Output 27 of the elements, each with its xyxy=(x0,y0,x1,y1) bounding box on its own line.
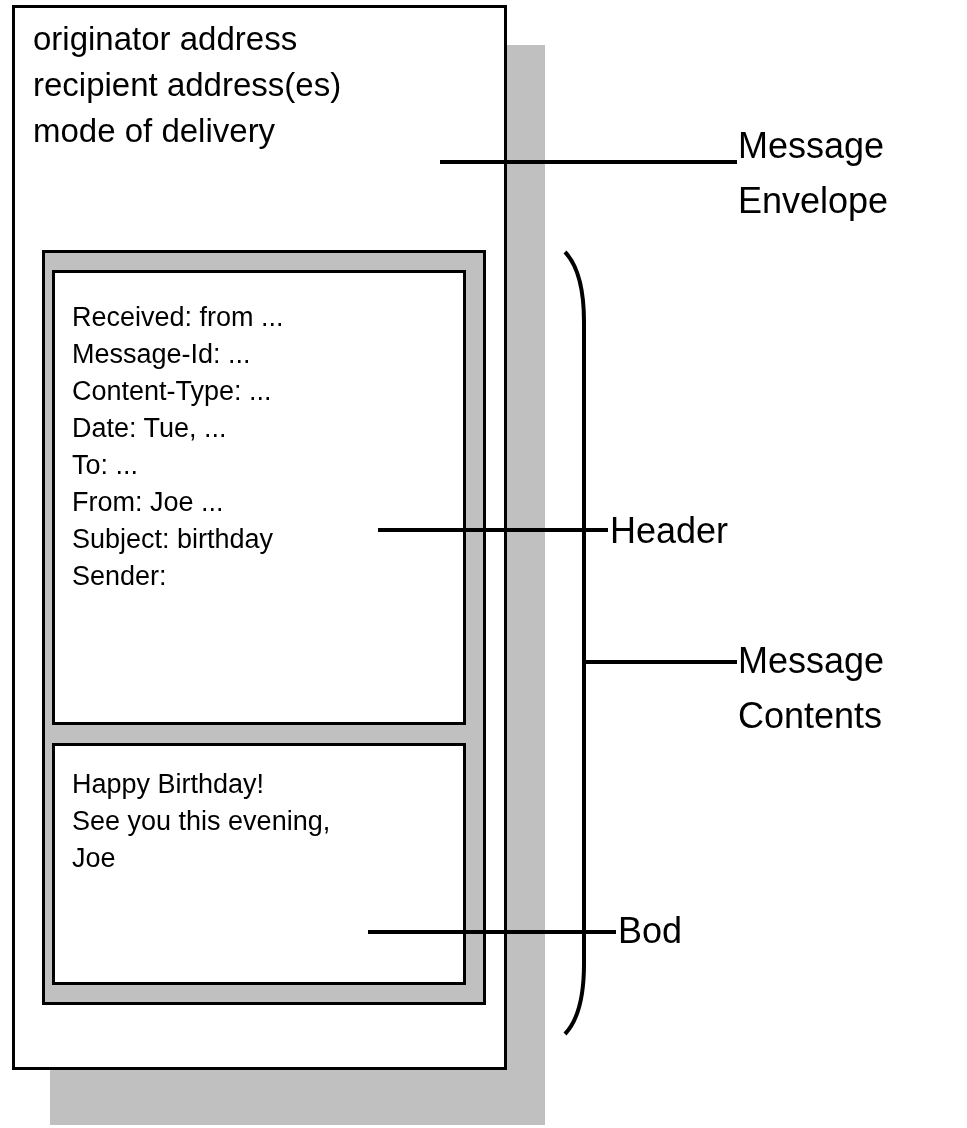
header-field-text: Date: Tue, ... xyxy=(72,412,228,445)
contents-panel xyxy=(42,250,486,1005)
body-box xyxy=(52,743,466,985)
envelope-field-text: recipient address(es) xyxy=(33,65,343,105)
leader-line xyxy=(378,528,608,532)
header-field-text: From: Joe ... xyxy=(72,486,225,519)
brace-bracket xyxy=(563,250,586,1036)
part-label: Bod xyxy=(618,908,738,953)
body-text: Joe xyxy=(72,842,117,875)
leader-line xyxy=(585,660,737,664)
envelope-box xyxy=(12,5,507,1070)
header-field-text: Received: from ... xyxy=(72,301,285,334)
header-field-text: To: ... xyxy=(72,449,140,482)
header-field-text: Content-Type: ... xyxy=(72,375,273,408)
part-label: Header xyxy=(610,508,770,553)
header-field-text: Subject: birthday xyxy=(72,523,275,556)
body-text: See you this evening, xyxy=(72,805,332,838)
body-text: Happy Birthday! xyxy=(72,768,266,801)
envelope-field-text: mode of delivery xyxy=(33,111,277,151)
part-label: Message Contents xyxy=(738,633,967,743)
header-box xyxy=(52,270,466,725)
leader-line xyxy=(440,160,737,164)
part-label: Message Envelope xyxy=(738,118,967,228)
envelope-field-text: originator address xyxy=(33,19,299,59)
header-field-text: Message-Id: ... xyxy=(72,338,252,371)
leader-line xyxy=(368,930,616,934)
header-field-text: Sender: xyxy=(72,560,168,593)
